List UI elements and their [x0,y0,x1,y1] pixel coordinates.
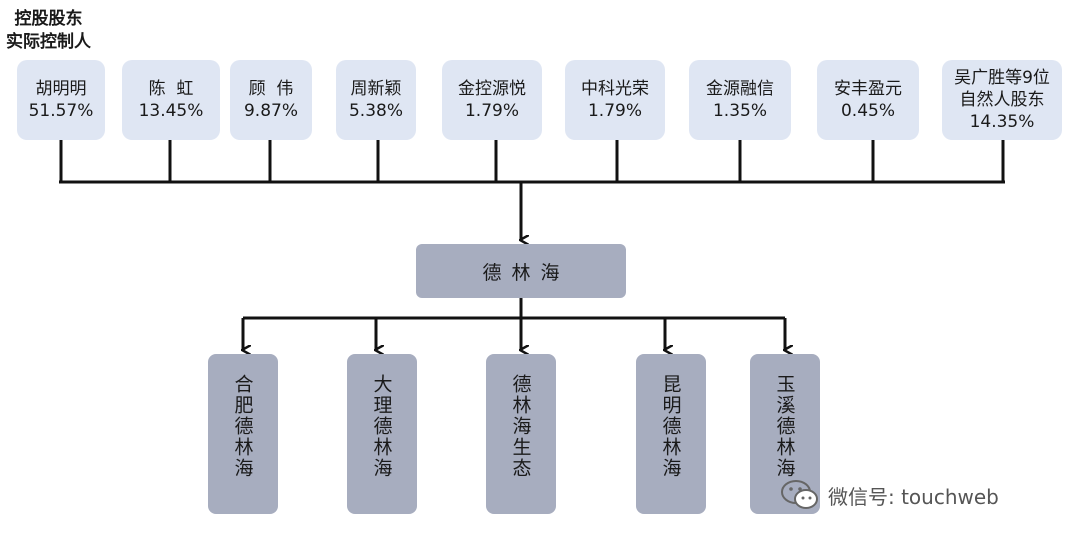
subsidiary-box: 昆明德林海 [636,354,706,514]
subsidiary-box: 德林海生态 [486,354,556,514]
shareholder-box: 顾 伟 9.87% [230,60,312,140]
shareholder-name: 胡明明 [35,79,87,99]
shareholder-box: 陈 虹 13.45% [122,60,220,140]
shareholder-box: 周新颖 5.38% [336,60,416,140]
shareholder-pct: 5.38% [348,101,403,121]
shareholder-name: 顾 伟 [248,79,294,99]
shareholder-name: 中科光荣 [581,79,649,99]
shareholder-box: 金控源悦 1.79% [442,60,542,140]
shareholder-box: 中科光荣 1.79% [565,60,665,140]
wechat-icon [781,480,818,509]
shareholder-pct: 13.45% [138,101,204,121]
shareholder-pct: 1.35% [712,101,767,121]
shareholder-pct: 1.79% [587,101,642,121]
shareholder-pct: 0.45% [840,101,895,121]
company-name: 德林海 [482,261,570,284]
shareholder-box: 安丰盈元 0.45% [817,60,919,140]
shareholder-name: 金控源悦 [458,79,526,99]
shareholder-pct: 1.79% [464,101,519,121]
shareholder-name: 周新颖 [350,79,402,99]
company-box: 德林海 [416,244,626,298]
shareholder-box: 胡明明 51.57% [17,60,105,140]
watermark: 微信号: touchweb [780,478,999,512]
shareholder-pct: 51.57% [28,101,94,121]
subsidiary-name: 昆明德林海 [659,374,682,479]
shareholder-box: 吴广胜等9位 自然人股东 14.35% [942,60,1062,140]
subsidiary-name: 玉溪德林海 [773,374,796,479]
shareholder-name: 吴广胜等9位 [954,68,1050,88]
subsidiary-box: 大理德林海 [347,354,417,514]
subsidiary-name: 合肥德林海 [231,374,254,479]
subsidiary-box: 合肥德林海 [208,354,278,514]
shareholder-name: 金源融信 [706,79,774,99]
controller-label: 控股股东 实际控制人 [6,8,91,54]
controller-label-line2: 实际控制人 [6,32,91,52]
subsidiary-name: 大理德林海 [370,374,393,479]
shareholder-name: 陈 虹 [148,79,194,99]
shareholder-pct: 9.87% [243,101,298,121]
shareholder-name-line2: 自然人股东 [959,90,1045,110]
watermark-text: 微信号: touchweb [828,484,999,509]
subsidiary-name: 德林海生态 [509,374,532,479]
shareholder-box: 金源融信 1.35% [689,60,791,140]
shareholder-pct: 14.35% [969,112,1035,132]
shareholder-name: 安丰盈元 [834,79,902,99]
controller-label-line1: 控股股东 [14,9,83,29]
